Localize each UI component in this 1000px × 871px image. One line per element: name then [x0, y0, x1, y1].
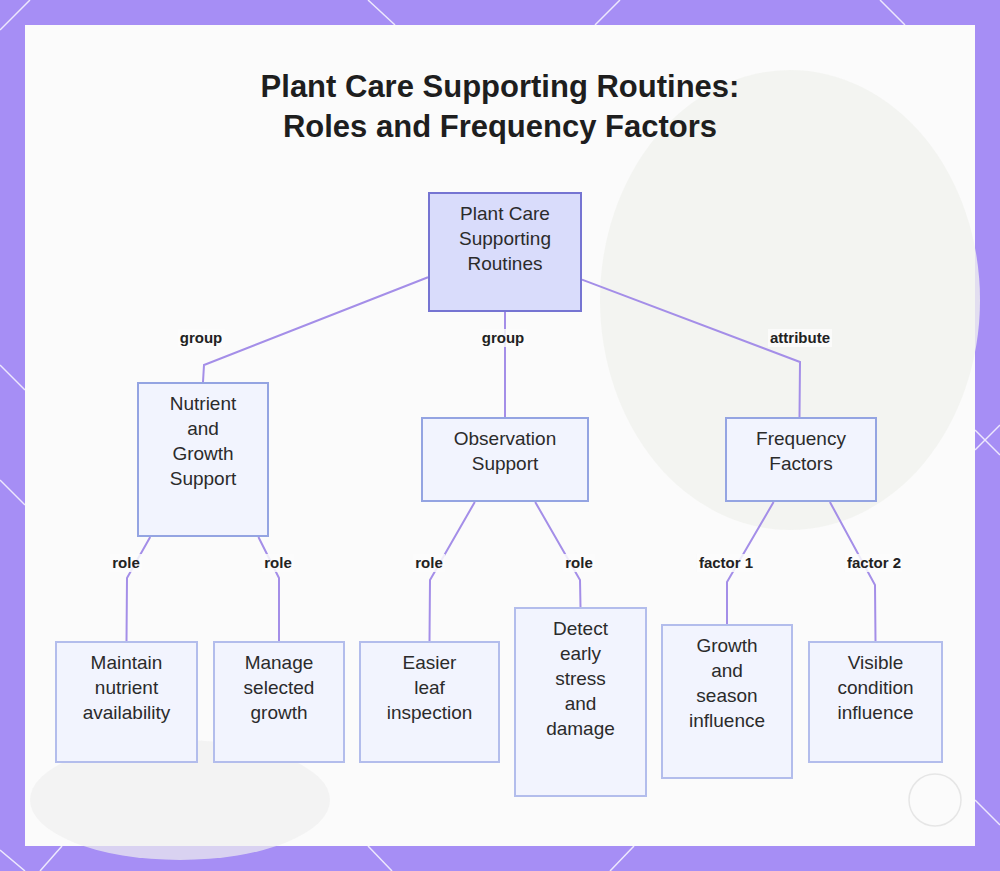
node-text: Frequency Factors	[746, 426, 856, 476]
group-box: Observation Support	[421, 417, 589, 502]
role-box: Visible condition influence	[808, 641, 943, 763]
node-text: Nutrient and Growth Support	[162, 391, 244, 491]
role-box: Growth and season influence	[661, 624, 793, 779]
node-text: Manage selected growth	[229, 650, 329, 725]
role-box: Manage selected growth	[213, 641, 345, 763]
edge-label: role	[110, 554, 142, 572]
edge-label: factor 2	[845, 554, 903, 572]
group-box: Nutrient and Growth Support	[137, 382, 269, 537]
node-text: Growth and season influence	[682, 633, 772, 733]
connector-line	[203, 277, 428, 382]
node-text: Observation Support	[445, 426, 565, 476]
node-text: Maintain nutrient availability	[77, 650, 177, 725]
edge-label: group	[480, 329, 527, 347]
root-box: Plant Care Supporting Routines	[428, 192, 582, 312]
connector-line	[582, 280, 800, 417]
edge-label: role	[413, 554, 445, 572]
node-text: Easier leaf inspection	[386, 650, 474, 725]
connector-line	[127, 537, 151, 641]
edge-label: attribute	[768, 329, 832, 347]
role-box: Maintain nutrient availability	[55, 641, 198, 763]
node-text: Plant Care Supporting Routines	[453, 201, 557, 276]
role-box: Detect early stress and damage	[514, 607, 647, 797]
edge-label: factor 1	[697, 554, 755, 572]
connector-line	[504, 312, 506, 417]
role-box: Easier leaf inspection	[359, 641, 500, 763]
edge-label: group	[178, 329, 225, 347]
node-text: Visible condition influence	[830, 650, 922, 725]
edge-label: role	[563, 554, 595, 572]
node-text: Detect early stress and damage	[543, 616, 618, 741]
background-badge	[909, 774, 961, 826]
group-box: Frequency Factors	[725, 417, 877, 502]
diagram-title: Plant Care Supporting Routines: Roles an…	[240, 67, 760, 147]
connector-line	[258, 537, 279, 641]
edge-label: role	[262, 554, 294, 572]
